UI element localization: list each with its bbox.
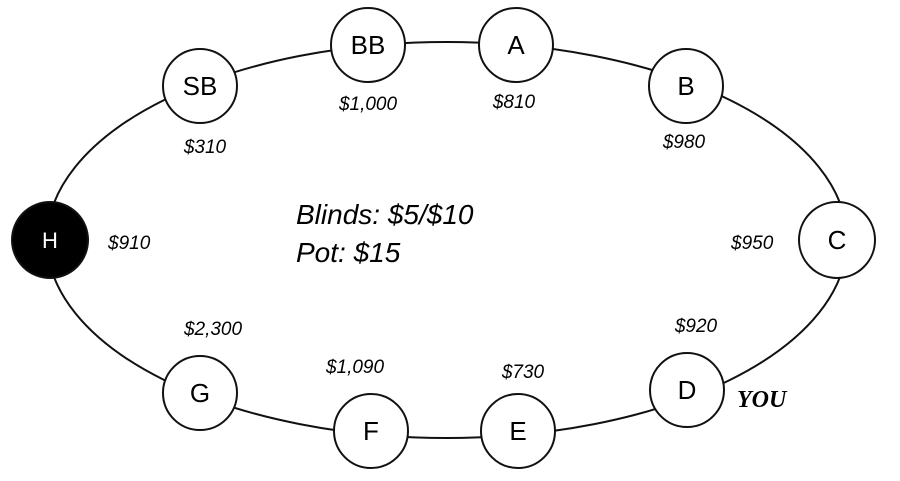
seat-bb-label: BB bbox=[351, 30, 386, 60]
seat-c-label: C bbox=[828, 225, 847, 255]
seat-h-label: H bbox=[42, 228, 58, 253]
seat-bb-stack: $1,000 bbox=[338, 94, 398, 115]
seat-h-stack: $910 bbox=[107, 233, 151, 254]
seat-a-marker bbox=[478, 7, 554, 83]
seat-h-marker bbox=[11, 201, 89, 279]
seat-a-label: A bbox=[507, 30, 525, 60]
pot-text: Pot: $15 bbox=[296, 237, 401, 268]
seat-sb-marker bbox=[162, 48, 238, 124]
seat-c: C $950 bbox=[730, 201, 876, 279]
seat-g-stack: $2,300 bbox=[183, 319, 243, 340]
seat-b-marker bbox=[648, 48, 724, 124]
seat-h: H $910 bbox=[11, 201, 151, 279]
seat-d-marker bbox=[649, 352, 725, 428]
seat-f: F $1,090 bbox=[325, 357, 409, 469]
seat-g-marker bbox=[162, 355, 238, 431]
seat-e: E $730 bbox=[480, 362, 556, 469]
seat-a: A $810 bbox=[478, 7, 554, 113]
seat-g-label: G bbox=[190, 378, 210, 408]
seat-f-stack: $1,090 bbox=[325, 357, 385, 378]
seat-b-stack: $980 bbox=[662, 132, 706, 153]
seat-d-stack: $920 bbox=[674, 316, 718, 337]
seat-g: G $2,300 bbox=[162, 319, 243, 431]
blinds-text: Blinds: $5/$10 bbox=[296, 199, 474, 230]
seat-bb: BB $1,000 bbox=[330, 7, 406, 115]
seat-bb-marker bbox=[330, 7, 406, 83]
seat-d-label: D bbox=[678, 375, 697, 405]
seat-c-stack: $950 bbox=[730, 233, 774, 254]
seat-a-stack: $810 bbox=[492, 92, 536, 113]
seat-sb-stack: $310 bbox=[183, 137, 227, 158]
you-label: YOU bbox=[737, 387, 788, 413]
seat-e-stack: $730 bbox=[501, 362, 545, 383]
seat-f-label: F bbox=[363, 416, 379, 446]
seat-b: B $980 bbox=[648, 48, 724, 153]
seat-e-label: E bbox=[509, 416, 526, 446]
seat-e-marker bbox=[480, 393, 556, 469]
seat-f-marker bbox=[333, 393, 409, 469]
seat-sb-label: SB bbox=[183, 71, 218, 101]
seat-sb: SB $310 bbox=[162, 48, 238, 158]
seat-d: D $920 YOU bbox=[649, 316, 788, 428]
seat-b-label: B bbox=[677, 71, 694, 101]
seat-c-marker bbox=[798, 201, 876, 279]
